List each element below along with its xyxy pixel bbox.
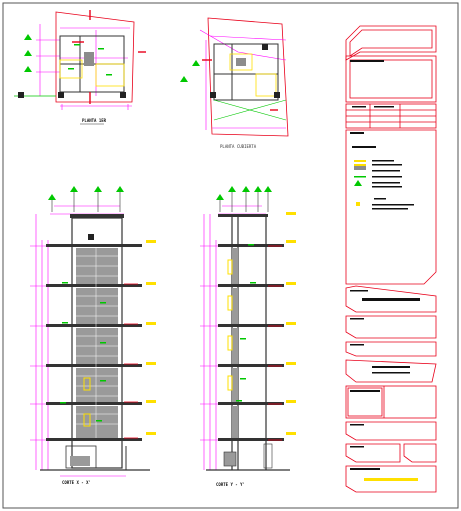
floor-plan-left: PLANTA 1ER [14,10,146,125]
title-block-band-2 [345,315,437,339]
section-left-title: CORTE X - X' [62,480,91,485]
section-right-title: CORTE Y - Y' [216,482,245,487]
title-block [345,25,437,493]
floor-plan-right: PLANTA CUBIERTA [180,17,289,149]
plan-left-red-outline [55,11,135,103]
title-block-band-3 [345,341,437,357]
title-block-band-4 [345,359,437,383]
title-block-project-box [345,55,437,103]
plan-left-title: PLANTA 1ER [82,118,107,123]
title-block-band-6a [345,443,401,463]
plan-right-title: PLANTA CUBIERTA [220,144,257,149]
section-left: CORTE X - X' [30,186,156,485]
title-block-band-5 [345,421,437,441]
title-block-band-1 [345,285,437,313]
title-block-logo-box [345,25,437,61]
title-block-band-6b [403,443,437,463]
title-block-legend-box [345,129,437,285]
title-block-band-7 [345,465,437,493]
section-right: CORTE Y - Y' [200,186,296,487]
title-block-sign-box [345,385,437,419]
